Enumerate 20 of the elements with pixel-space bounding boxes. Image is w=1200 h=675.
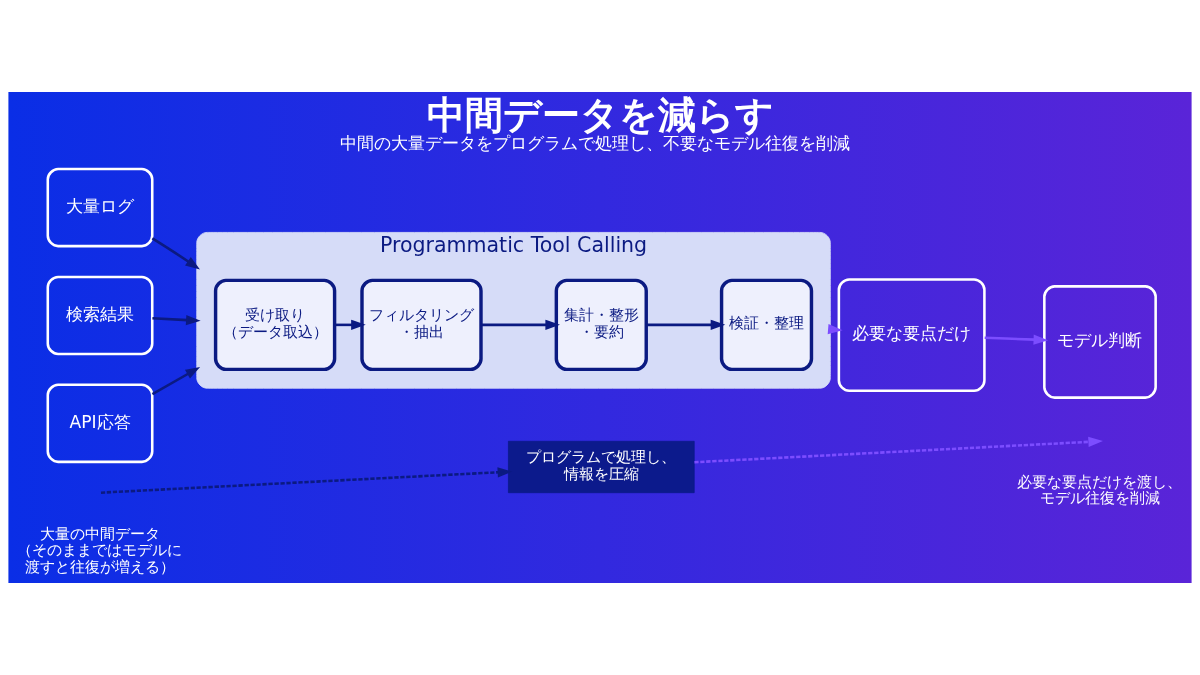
node-box: 検証・整理 bbox=[719, 278, 814, 372]
node-box: API応答 bbox=[46, 383, 154, 464]
arrow bbox=[481, 319, 560, 330]
node-box: 大量ログ bbox=[46, 167, 154, 248]
node-box: 集計・整形・要約 bbox=[554, 278, 648, 372]
node-box: プログラムで処理し、情報を圧縮 bbox=[507, 440, 695, 494]
node-box: フィルタリング・抽出 bbox=[360, 278, 483, 372]
node-box: 検索結果 bbox=[46, 275, 154, 356]
node-box: モデル判断 bbox=[1043, 285, 1157, 399]
label: 大量の中間データ（そのままではモデルに渡すと往復が増える） bbox=[17, 524, 183, 575]
node-box: 受け取り（データ取込） bbox=[213, 278, 337, 372]
arrow bbox=[100, 467, 513, 494]
node-box: 必要な要点だけ bbox=[837, 278, 986, 393]
arrow bbox=[152, 315, 201, 326]
label: 必要な要点だけを渡し、モデル往復を削減 bbox=[1017, 473, 1183, 507]
arrow bbox=[984, 334, 1049, 345]
arrow bbox=[694, 436, 1103, 464]
arrow bbox=[151, 237, 200, 270]
arrow bbox=[151, 366, 201, 396]
arrow bbox=[646, 319, 726, 330]
